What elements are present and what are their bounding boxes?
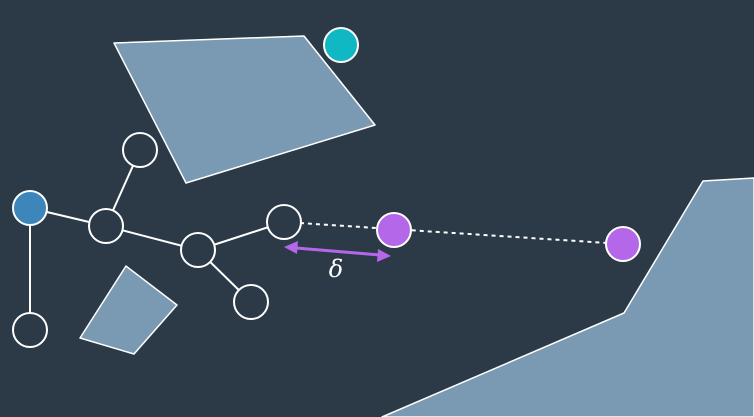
delta-arrowhead-right: [377, 249, 391, 262]
tree-node-nearest: [266, 204, 302, 240]
delta-arrow-shaft: [295, 246, 381, 257]
delta-label: δ: [329, 255, 343, 283]
goal-node: [323, 27, 359, 63]
random-sample-node: [605, 226, 641, 262]
delta-arrow: [284, 241, 391, 262]
tree-node: [122, 132, 158, 168]
obstacle-small: [79, 265, 178, 355]
tree-node: [180, 232, 216, 268]
tree-node: [88, 208, 124, 244]
tree-node: [12, 312, 48, 348]
tree-node: [233, 284, 269, 320]
delta-arrowhead-left: [284, 241, 298, 254]
extension-line-dashed: [283, 221, 624, 245]
obstacle-top: [113, 35, 376, 184]
obstacle-bottom-right: [381, 177, 754, 417]
new-node: [376, 212, 412, 248]
start-node: [12, 190, 48, 226]
